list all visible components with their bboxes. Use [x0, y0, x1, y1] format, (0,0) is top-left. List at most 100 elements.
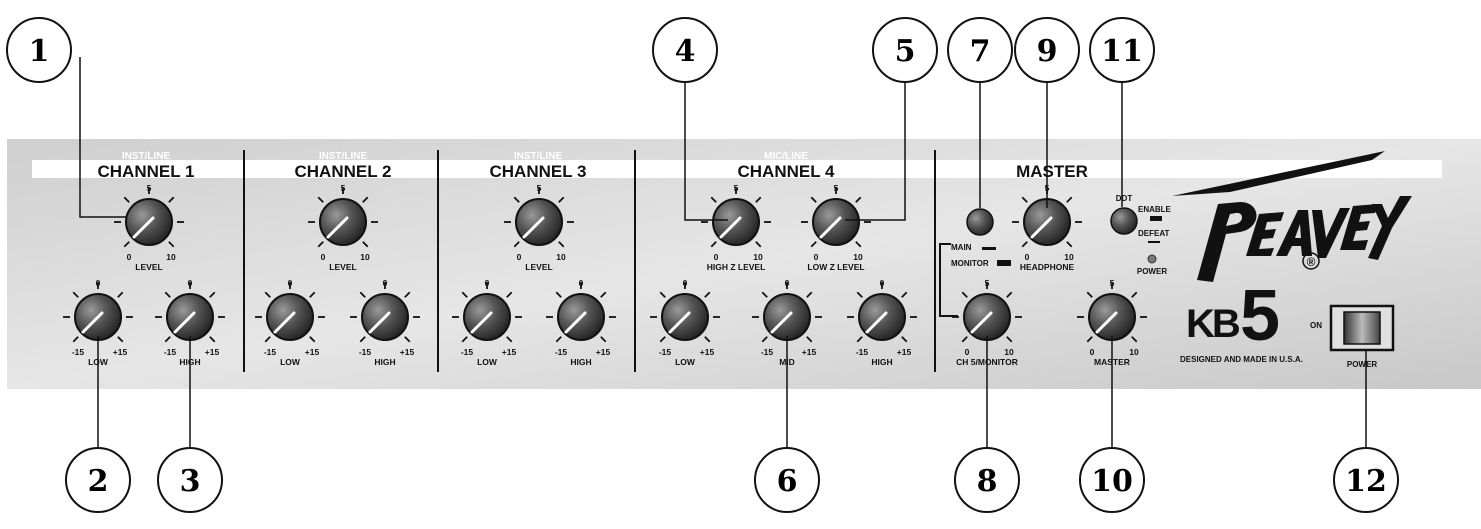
on-label: ON: [1310, 321, 1322, 330]
knob-tick: [72, 336, 79, 343]
knob-tick: [264, 291, 271, 298]
knob-tick: [506, 336, 513, 343]
callout-number: 6: [777, 464, 798, 499]
power-switch-rocker[interactable]: [1343, 311, 1381, 345]
main-monitor-switch-group: MAIN MONITOR: [939, 208, 1011, 317]
knob-tick: [506, 291, 513, 298]
knob-tick: [1086, 291, 1093, 298]
knob-tick: [461, 336, 468, 343]
knob-max-value: 10: [1064, 252, 1074, 262]
knob-tick: [72, 291, 79, 298]
callout-leaders: [79, 57, 1367, 455]
callout-number: 1: [29, 34, 50, 69]
knob-tick: [164, 291, 171, 298]
knob-pointer: [819, 216, 842, 239]
callout-circle: [1014, 17, 1080, 83]
ddt-button[interactable]: [1110, 207, 1138, 235]
knob-mid-value: 5: [734, 183, 739, 193]
knob-tick: [1086, 336, 1093, 343]
channel-4-title: CHANNEL 4: [738, 162, 836, 181]
knob-tick: [168, 241, 175, 248]
logo-letter-e2: [1340, 204, 1378, 250]
callout-circle: [872, 17, 938, 83]
callout-12: 12: [1333, 447, 1399, 513]
knob-tick: [117, 336, 124, 343]
knob-tick: [901, 336, 908, 343]
power-label: POWER: [1347, 360, 1377, 369]
knob-mid-value: 5: [147, 183, 152, 193]
knob-min-value: -15: [761, 347, 774, 357]
knob-mid-value: 0: [288, 278, 293, 288]
knob-pointer: [865, 311, 888, 334]
knob-label: HIGH: [374, 357, 395, 367]
callout-6: 6: [754, 447, 820, 513]
knob-max-value: +15: [113, 347, 128, 357]
knob-max-value: +15: [596, 347, 611, 357]
knob-min-value: -15: [555, 347, 568, 357]
knob-tick: [659, 291, 666, 298]
knob-tick: [710, 196, 717, 203]
enable-label: ENABLE: [1138, 205, 1172, 214]
registered-mark: ®: [1307, 255, 1316, 269]
knob-pointer: [1095, 311, 1118, 334]
knob-pointer: [368, 311, 391, 334]
knob-min-value: -15: [164, 347, 177, 357]
main-monitor-button[interactable]: [966, 208, 994, 236]
channel-3-title: CHANNEL 3: [490, 162, 587, 181]
knob-tick: [513, 196, 520, 203]
knob-tick: [362, 196, 369, 203]
knob-max-value: 10: [853, 252, 863, 262]
knob-tick: [810, 196, 817, 203]
knob-min-value: 0: [517, 252, 522, 262]
main-label: MAIN: [951, 243, 972, 252]
knob-tick: [659, 336, 666, 343]
knob-min-value: 0: [127, 252, 132, 262]
channel-4-sub: MIC/LINE: [764, 151, 808, 162]
knob-tick: [600, 291, 607, 298]
logo-letter-v: [1312, 208, 1350, 258]
knob-tick: [1006, 336, 1013, 343]
callout-number: 9: [1037, 34, 1058, 69]
power-led: [1147, 254, 1157, 264]
knob-tick: [209, 336, 216, 343]
callout-5: 5: [872, 17, 938, 83]
knob-tick: [123, 196, 130, 203]
knob-tick: [168, 196, 175, 203]
knob-max-value: 10: [556, 252, 566, 262]
knob-tick: [461, 291, 468, 298]
knob-min-value: -15: [856, 347, 869, 357]
knob-pointer: [81, 311, 104, 334]
knob-tick: [961, 336, 968, 343]
callout-number: 11: [1101, 34, 1143, 69]
knob-label: HIGH: [570, 357, 591, 367]
callout-circle: [1079, 447, 1145, 513]
callout-circle: [954, 447, 1020, 513]
knob-max-value: +15: [205, 347, 220, 357]
knob-mid-value: 5: [1110, 278, 1115, 288]
callout-circle: [65, 447, 131, 513]
knob-mid-value: 5: [537, 183, 542, 193]
callout-number: 3: [180, 464, 201, 499]
monitor-label: MONITOR: [951, 259, 989, 268]
logo-swoosh: [1172, 151, 1385, 196]
front-panel: [7, 139, 1481, 389]
knob-tick: [755, 196, 762, 203]
knob-mid-value: 0: [485, 278, 490, 288]
knob-max-value: +15: [897, 347, 912, 357]
knob-tick: [164, 336, 171, 343]
knob-min-value: 0: [321, 252, 326, 262]
knob-label: LEVEL: [329, 262, 356, 272]
model-number: 5: [1240, 276, 1280, 356]
knob-tick: [317, 241, 324, 248]
monitor-indicator: [997, 260, 1011, 266]
power-led-label: POWER: [1137, 267, 1167, 276]
callout-circle: [947, 17, 1013, 83]
callout-circle: [754, 447, 820, 513]
